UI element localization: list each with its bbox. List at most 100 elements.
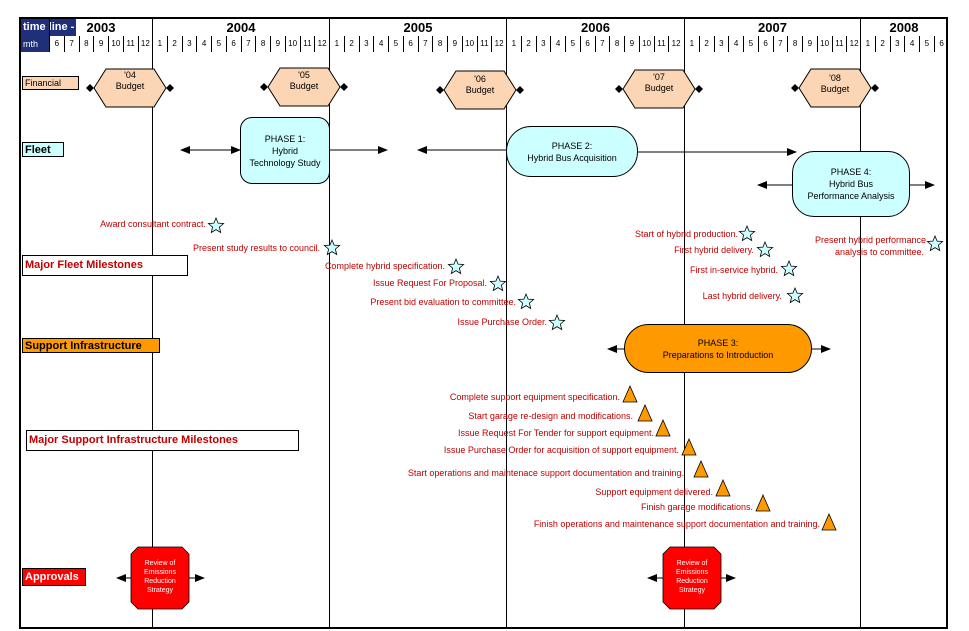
month-cell: 1: [684, 36, 699, 52]
triangle-icon: [755, 494, 771, 512]
star-icon: [548, 313, 566, 331]
star-icon: [738, 224, 756, 242]
month-cell: 12: [668, 36, 683, 52]
month-cell: 8: [609, 36, 624, 52]
month-cell: 5: [919, 36, 934, 52]
month-cell: 4: [904, 36, 919, 52]
month-cell: 3: [358, 36, 374, 52]
month-cell: 9: [624, 36, 639, 52]
support-milestone: Support equipment delivered.: [595, 487, 713, 497]
star-icon: [489, 274, 507, 292]
month-cell: 10: [461, 36, 477, 52]
fleet-milestone: Present bid evaluation to committee.: [370, 297, 516, 307]
month-cell: 1: [152, 36, 167, 52]
month-cell: 6: [402, 36, 418, 52]
fleet-milestone: Issue Purchase Order.: [457, 317, 547, 327]
support-milestone: Start garage re-design and modifications…: [468, 411, 633, 421]
year-divider: [329, 52, 330, 627]
triangle-icon: [622, 385, 638, 403]
triangle-icon: [637, 404, 653, 422]
month-cell: 10: [108, 36, 123, 52]
triangle-icon: [681, 438, 697, 456]
support-milestone: Start operations and maintenace support …: [407, 468, 684, 478]
diamond-marker: [516, 86, 524, 94]
month-cell: 12: [491, 36, 506, 52]
month-cell: 2: [166, 36, 182, 52]
month-cell: 11: [653, 36, 669, 52]
month-cell: 12: [846, 36, 861, 52]
month-cell: 6: [757, 36, 773, 52]
year-2005: 2005: [329, 19, 506, 36]
month-cell: 7: [240, 36, 256, 52]
month-cell: 8: [787, 36, 802, 52]
month-cell: 10: [284, 36, 300, 52]
row-label-support: Support Infrastructure: [22, 338, 160, 353]
fleet-milestone: First in-service hybrid.: [689, 265, 778, 275]
month-cell: 3: [713, 36, 729, 52]
star-icon: [780, 259, 798, 277]
month-cell: 1: [329, 36, 344, 52]
support-milestone: Finish garage modifications.: [640, 502, 753, 512]
approval-octagon: [662, 546, 722, 610]
month-cell: 1: [860, 36, 875, 52]
month-cell: 3: [889, 36, 905, 52]
month-cell: 5: [565, 36, 580, 52]
month-cell: 3: [181, 36, 197, 52]
month-cell: 7: [63, 36, 79, 52]
month-cell: 8: [255, 36, 270, 52]
month-cell: 1: [506, 36, 521, 52]
year-2008: 2008: [860, 19, 947, 36]
diamond-marker: [871, 84, 879, 92]
month-cell: 6: [225, 36, 241, 52]
triangle-icon: [821, 513, 837, 531]
timeline-frame: [19, 17, 948, 629]
diamond-marker: [86, 84, 94, 92]
phase-2-box: PHASE 2:Hybrid Bus Acquisition: [506, 126, 638, 177]
month-cell: 4: [728, 36, 743, 52]
diamond-marker: [340, 83, 348, 91]
star-icon: [517, 292, 535, 310]
fleet-milestone: Award consultant contract.: [100, 219, 206, 229]
month-cell: 9: [270, 36, 285, 52]
triangle-icon: [655, 419, 671, 437]
month-cell: 6: [49, 36, 64, 52]
month-cell: 12: [314, 36, 329, 52]
month-cell: 4: [196, 36, 211, 52]
month-cell: 7: [772, 36, 788, 52]
star-icon: [447, 257, 465, 275]
star-icon: [756, 240, 774, 258]
row-label-financial: Financial: [22, 76, 79, 90]
month-cell: 11: [299, 36, 315, 52]
row-label-fleet-milestones: Major Fleet Milestones: [22, 255, 188, 276]
year-2006: 2006: [506, 19, 684, 36]
triangle-icon: [715, 479, 731, 497]
support-milestone: Finish operations and maintenance suppor…: [533, 519, 820, 529]
month-cell: 3: [535, 36, 551, 52]
month-cell: 2: [343, 36, 359, 52]
star-icon: [786, 286, 804, 304]
month-cell: 8: [78, 36, 94, 52]
month-cell: 11: [122, 36, 138, 52]
month-cell: 8: [432, 36, 447, 52]
fleet-milestone: Present hybrid performance: [814, 235, 926, 245]
year-divider: [860, 52, 861, 627]
star-icon: [207, 216, 225, 234]
month-cell: 9: [447, 36, 462, 52]
row-label-support-milestones: Major Support Infrastructure Milestones: [26, 430, 299, 451]
fleet-milestone: Last hybrid delivery.: [702, 291, 782, 301]
fleet-milestone: Present study results to council.: [192, 243, 320, 253]
month-cell: 5: [743, 36, 758, 52]
diamond-marker: [791, 84, 799, 92]
month-cell: 11: [831, 36, 847, 52]
fleet-milestone: Complete hybrid specification.: [324, 261, 445, 271]
month-cell: 6: [933, 36, 949, 52]
diamond-marker: [166, 84, 174, 92]
diamond-marker: [615, 85, 623, 93]
